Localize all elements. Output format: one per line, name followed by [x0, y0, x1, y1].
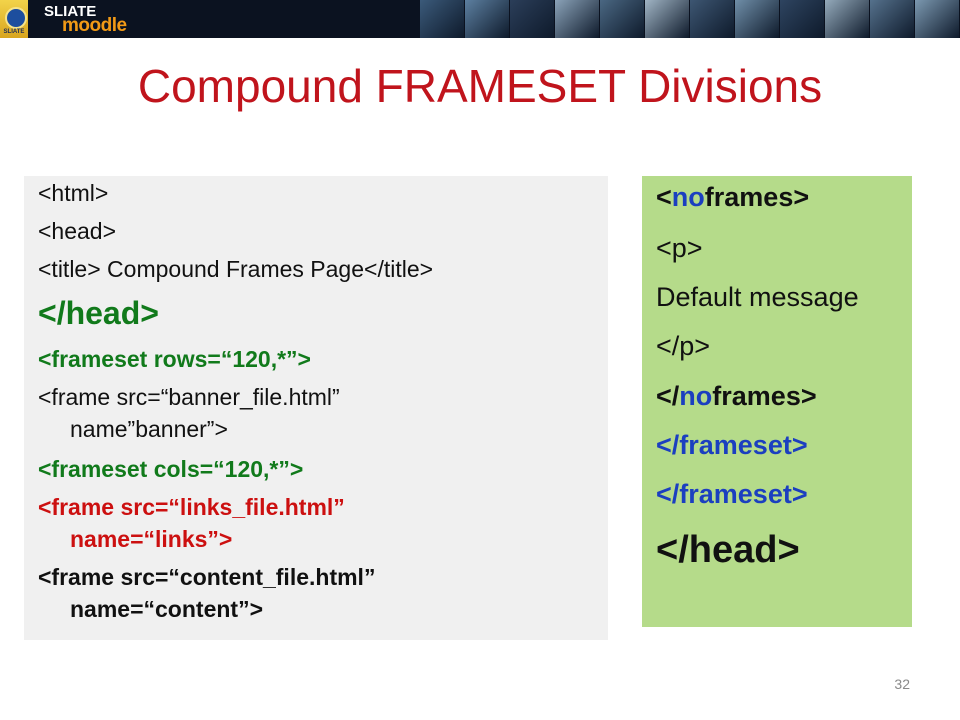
noframes-close-bracket: </: [656, 381, 680, 411]
code-line-html: <html>: [38, 180, 109, 206]
montage-photo-tile: [645, 0, 690, 38]
noframes-close-rest: frames>: [712, 381, 817, 411]
header-banner: SLIATE SLIATE moodle: [0, 0, 960, 38]
montage-photo-tile: [915, 0, 960, 38]
code-line-frameset-rows: <frameset rows=“120,*”>: [38, 346, 311, 372]
code-line-frame-links: <frame src=“links_file.html”: [38, 494, 345, 520]
montage-photo-tile: [690, 0, 735, 38]
banner-photo-montage: [420, 0, 960, 38]
montage-photo-tile: [510, 0, 555, 38]
code-line-noframes-close: </noframes>: [656, 381, 817, 412]
code-line-frame-content-name: name=“content”>: [70, 596, 263, 622]
slide-title: Compound FRAMESET Divisions: [137, 60, 823, 112]
logo-sliate-text: SLIATE: [44, 3, 97, 20]
noframes-open-rest: frames>: [704, 182, 810, 212]
page-number: 32: [894, 676, 910, 692]
montage-photo-tile: [825, 0, 870, 38]
code-line-default-message: Default message: [656, 282, 859, 312]
code-box-right: <noframes> <p> Default message </p> </no…: [642, 176, 912, 627]
code-line-frame-banner: <frame src=“banner_file.html”: [38, 384, 340, 410]
code-line-p-open: <p>: [656, 233, 703, 263]
montage-photo-tile: [600, 0, 645, 38]
montage-photo-tile: [870, 0, 915, 38]
code-line-title: <title> Compound Frames Page</title>: [38, 256, 434, 282]
code-line-noframes-open: <noframes>: [656, 182, 809, 213]
code-line-frame-links-name: name=“links”>: [70, 526, 233, 552]
seal-label: SLIATE: [3, 29, 25, 35]
institute-seal-icon: SLIATE: [0, 0, 28, 38]
code-line-frameset-close-2: </frameset>: [656, 479, 808, 509]
montage-photo-tile: [735, 0, 780, 38]
code-line-head: <head>: [38, 218, 117, 244]
code-line-frameset-close-1: </frameset>: [656, 430, 808, 460]
code-box-left: <html> <head> <title> Compound Frames Pa…: [24, 176, 608, 640]
code-line-p-close: </p>: [656, 331, 711, 361]
noframes-close-no: no: [679, 381, 713, 411]
code-line-head-close-big: </head>: [656, 529, 800, 571]
code-line-frameset-cols: <frameset cols=“120,*”>: [38, 456, 304, 482]
montage-photo-tile: [420, 0, 465, 38]
code-line-head-close: </head>: [38, 295, 159, 331]
noframes-open-no: no: [671, 182, 705, 212]
montage-photo-tile: [465, 0, 510, 38]
logo-moodle-text: moodle: [62, 15, 127, 36]
montage-photo-tile: [555, 0, 600, 38]
montage-photo-tile: [780, 0, 825, 38]
sliate-moodle-logo[interactable]: SLIATE moodle: [38, 2, 148, 36]
noframes-open-bracket: <: [656, 182, 672, 212]
code-line-frame-content: <frame src=“content_file.html”: [38, 564, 376, 590]
code-line-frame-banner-name: name”banner”>: [70, 416, 228, 442]
